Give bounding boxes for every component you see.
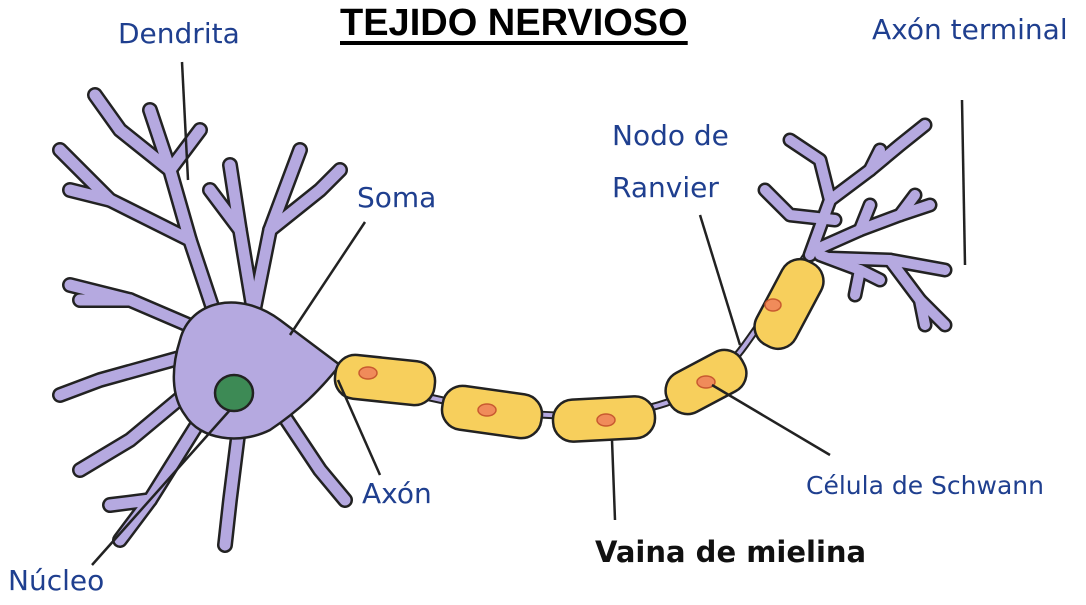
label-soma: Soma [357,181,437,214]
leader-vaina [610,439,617,521]
leader-nodo [698,214,742,346]
label-vaina-mielina: Vaina de mielina [595,535,867,569]
leader-nucleo [91,409,231,566]
leader-dendrita [180,61,190,181]
axon-terminal-shape [757,117,953,333]
label-axon-terminal: Axón terminal [872,13,1068,46]
label-celula-schwann: Célula de Schwann [806,471,1044,500]
leader-terminal [960,99,967,266]
nucleus-shape [213,373,255,413]
label-nodo-line1: Nodo de [612,119,729,152]
schwann-nuclei [358,298,782,427]
leader-soma [288,221,367,336]
myelin-sheath [333,257,825,443]
label-nodo-line2: Ranvier [612,171,719,204]
leader-lines [91,61,967,566]
page-title: TEJIDO NERVIOSO [340,2,688,44]
leader-schwann [711,383,831,457]
leader-axon [336,379,382,476]
soma-and-dendrites [52,87,353,553]
label-axon: Axón [362,477,432,510]
label-dendrita: Dendrita [118,17,240,50]
label-nucleo: Núcleo [8,564,105,597]
